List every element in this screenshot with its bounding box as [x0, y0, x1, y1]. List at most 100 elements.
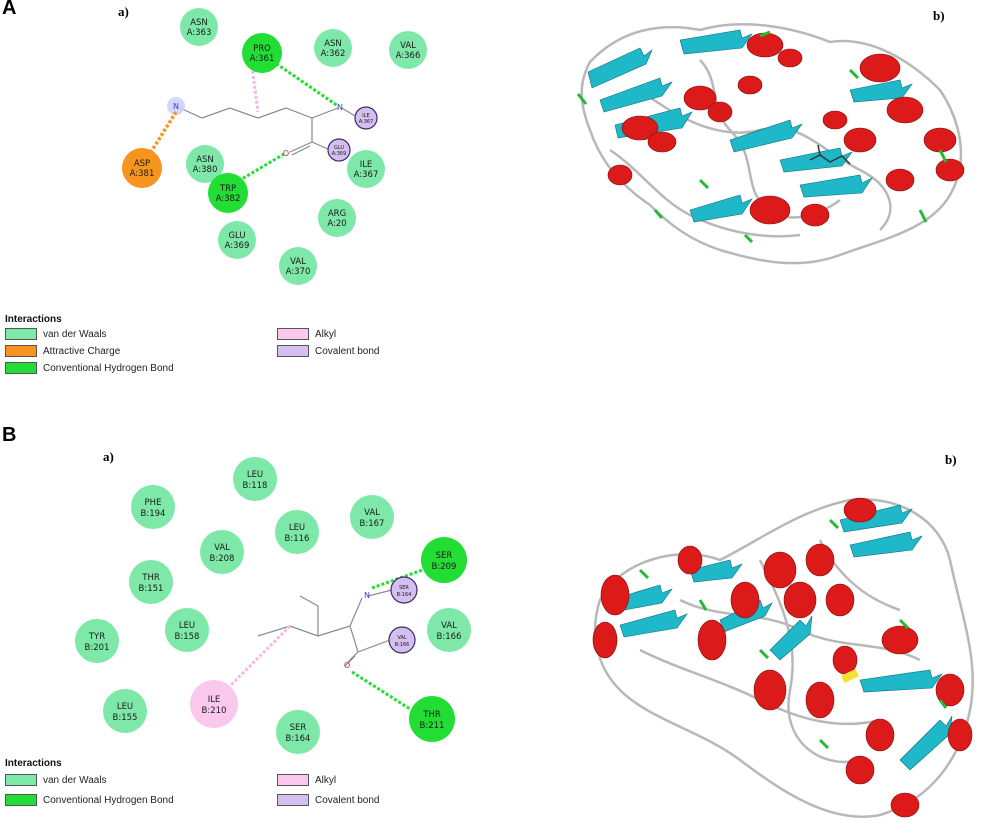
panel-a-ligand-carbonyl: [289, 141, 313, 153]
residue-name: ARG: [328, 209, 346, 219]
residue-name: LEU: [289, 523, 305, 533]
alpha-helix: [737, 75, 763, 95]
panel-b-sublabel-b: b): [945, 452, 957, 467]
residue-node-bg: [279, 247, 317, 285]
beta-strand: [689, 194, 753, 223]
residue-node-bg: [427, 608, 471, 652]
legend-swatch: [277, 328, 309, 340]
residue-id: B:151: [139, 584, 164, 594]
alpha-helix: [935, 158, 965, 182]
residue-name: THR: [141, 573, 160, 583]
beta-strand: [899, 715, 953, 771]
residue-name: PHE: [145, 498, 162, 508]
residue-name: GLU: [334, 145, 344, 151]
residue-node-bg: [327, 138, 351, 162]
turn-segment: [653, 209, 664, 219]
panel-a-sublabel-b: b): [933, 8, 945, 23]
turn-segment: [938, 149, 948, 163]
panel-a-legend-charge: Attractive Charge: [5, 343, 120, 359]
residue-node-bg: [409, 696, 455, 742]
residue-node-bg: [75, 619, 119, 663]
alpha-helix: [707, 101, 733, 123]
panel-a-small-residue-glu369: GLU A:369: [327, 138, 351, 162]
alpha-helix: [607, 164, 633, 186]
panel-a-turns: [576, 30, 948, 244]
residue-name: TRP: [219, 184, 236, 194]
residue-name: VAL: [364, 508, 380, 518]
alpha-helix: [805, 681, 835, 719]
turn-segment: [848, 68, 860, 80]
alpha-helix: [822, 110, 848, 130]
alpha-helix: [753, 669, 787, 711]
panel-b-residue-ser164: SER B:164: [276, 710, 320, 754]
panel-b-o-atom: O: [344, 661, 350, 670]
alpha-helix: [783, 581, 817, 619]
panel-a-residue-pro361: PRO A:361: [242, 33, 282, 73]
residue-node-bg: [165, 608, 209, 652]
beta-strand: [799, 174, 873, 198]
turn-segment: [828, 518, 840, 530]
panel-b-legend-covalent: Covalent bond: [277, 792, 380, 808]
panel-a-alkyl-line: [250, 65, 260, 113]
panel-a-legend-vdw: van der Waals: [5, 326, 107, 342]
panel-b-ligand-carbonyl-double: [344, 655, 356, 667]
panel-b-residue-thr211: THR B:211: [409, 696, 455, 742]
residue-name: LEU: [179, 621, 195, 631]
beta-strand: [839, 504, 913, 533]
panel-b-residue-val166: VAL B:166: [427, 608, 471, 652]
panel-a-residue-asn363: ASN A:363: [180, 8, 218, 46]
residue-node-bg: [275, 510, 319, 554]
panel-a-legend-alkyl: Alkyl: [277, 326, 336, 342]
residue-node-bg: [390, 576, 418, 604]
residue-name: ASN: [190, 18, 208, 28]
residue-node-bg: [242, 33, 282, 73]
beta-strand: [689, 559, 743, 583]
residue-node-bg: [122, 148, 162, 188]
panel-a-residue-val366: VAL A:366: [389, 31, 427, 69]
alpha-helix: [885, 168, 915, 192]
legend-swatch: [5, 794, 37, 806]
legend-label: Alkyl: [315, 774, 337, 786]
legend-swatch: [277, 345, 309, 357]
panel-b-residue-tyr201: TYR B:201: [75, 619, 119, 663]
beta-strand: [849, 79, 913, 103]
panel-b-residue-ser209: SER B:209: [421, 537, 467, 583]
legend-swatch: [5, 774, 37, 786]
alpha-helix: [859, 53, 901, 83]
panel-b-small-residue-val166: VAL B:166: [388, 626, 416, 654]
residue-name: SER: [436, 551, 453, 561]
residue-name: GLU: [228, 231, 245, 241]
coil-path: [758, 559, 861, 764]
panel-a-letter: A: [2, 0, 17, 19]
legend-label: Conventional Hydrogen Bond: [43, 362, 174, 374]
residue-node-bg: [200, 530, 244, 574]
residue-name: VAL: [397, 635, 407, 641]
panel-b-residue-phe194: PHE B:194: [131, 485, 175, 529]
beta-strand: [619, 609, 688, 638]
residue-node-bg: [388, 626, 416, 654]
residue-id: A:362: [321, 49, 346, 59]
panel-b-residue-leu158: LEU B:158: [165, 608, 209, 652]
residue-node-bg: [186, 145, 224, 183]
residue-node-bg: [208, 173, 248, 213]
residue-id: B:164: [397, 592, 412, 598]
residue-node-bg: [389, 31, 427, 69]
legend-swatch: [277, 774, 309, 786]
panel-b-small-residue-ser164: SER B:164: [390, 576, 418, 604]
residue-name: LEU: [247, 470, 263, 480]
beta-strand: [679, 29, 753, 55]
residue-name: VAL: [290, 257, 306, 267]
turn-segment: [758, 648, 770, 660]
panel-a-ligand-carbonyl-double: [291, 145, 311, 156]
residue-name: VAL: [441, 621, 457, 631]
residue-name: ILE: [362, 113, 369, 119]
turn-segment: [698, 178, 710, 190]
residue-node-bg: [129, 560, 173, 604]
residue-id: B:158: [175, 632, 200, 642]
alpha-helix: [881, 625, 919, 655]
panel-b-residue-leu155: LEU B:155: [103, 689, 147, 733]
legend-label: Covalent bond: [315, 794, 380, 806]
turn-segment: [818, 738, 830, 750]
